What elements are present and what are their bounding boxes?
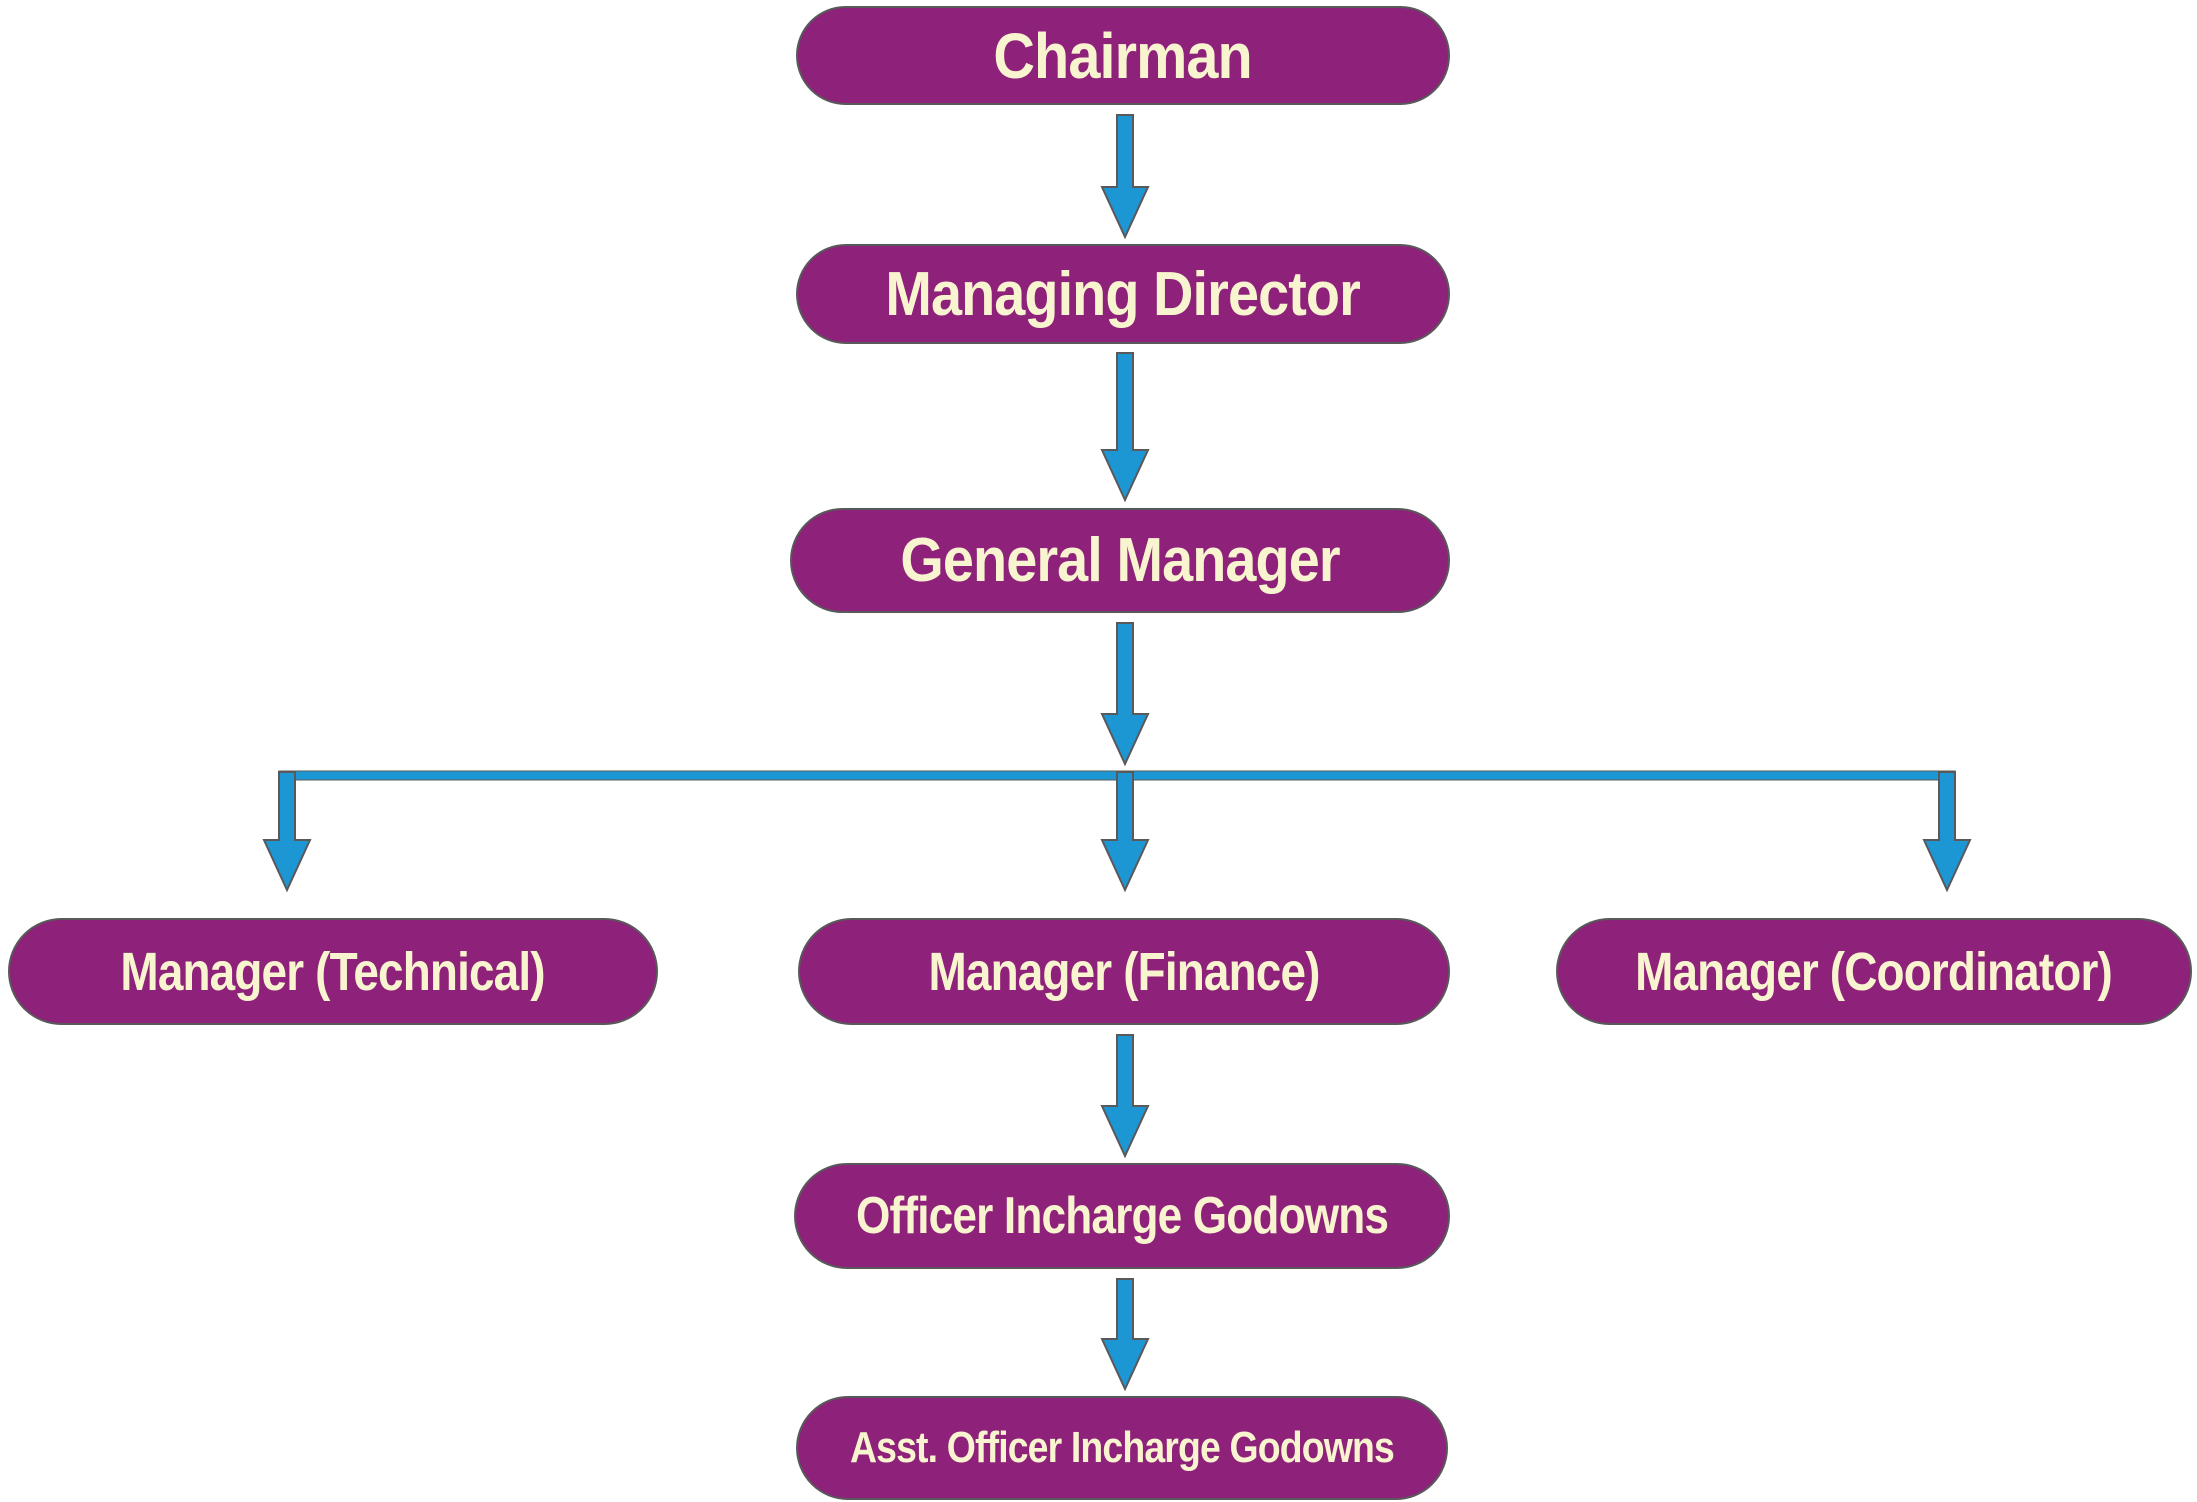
node-general-manager: General Manager	[790, 508, 1450, 613]
node-asst-officer-incharge-godowns-label: Asst. Officer Incharge Godowns	[850, 1423, 1395, 1472]
node-asst-officer-incharge-godowns: Asst. Officer Incharge Godowns	[796, 1396, 1448, 1500]
node-manager-coordinator: Manager (Coordinator)	[1556, 918, 2192, 1025]
arrow-branch-to-manager-technical	[262, 771, 312, 893]
node-managing-director: Managing Director	[796, 244, 1450, 344]
arrow-finance-to-officer	[1100, 1034, 1150, 1159]
node-manager-technical-label: Manager (Technical)	[120, 941, 546, 1002]
node-manager-technical: Manager (Technical)	[8, 918, 658, 1025]
arrow-chairman-to-managing-director	[1100, 114, 1150, 240]
node-officer-incharge-godowns-label: Officer Incharge Godowns	[855, 1187, 1389, 1245]
node-manager-coordinator-label: Manager (Coordinator)	[1635, 941, 2114, 1002]
node-general-manager-label: General Manager	[900, 526, 1340, 595]
arrow-managing-director-to-general-manager	[1100, 352, 1150, 503]
node-officer-incharge-godowns: Officer Incharge Godowns	[794, 1163, 1450, 1269]
arrow-branch-to-manager-coordinator	[1922, 771, 1972, 893]
node-managing-director-label: Managing Director	[885, 259, 1361, 329]
arrow-general-manager-to-branch	[1100, 622, 1150, 767]
arrow-officer-to-asst-officer	[1100, 1278, 1150, 1392]
node-chairman-label: Chairman	[993, 19, 1253, 92]
node-manager-finance: Manager (Finance)	[798, 918, 1450, 1025]
node-chairman: Chairman	[796, 6, 1450, 105]
node-manager-finance-label: Manager (Finance)	[928, 941, 1320, 1002]
arrow-branch-to-manager-finance	[1100, 771, 1150, 893]
